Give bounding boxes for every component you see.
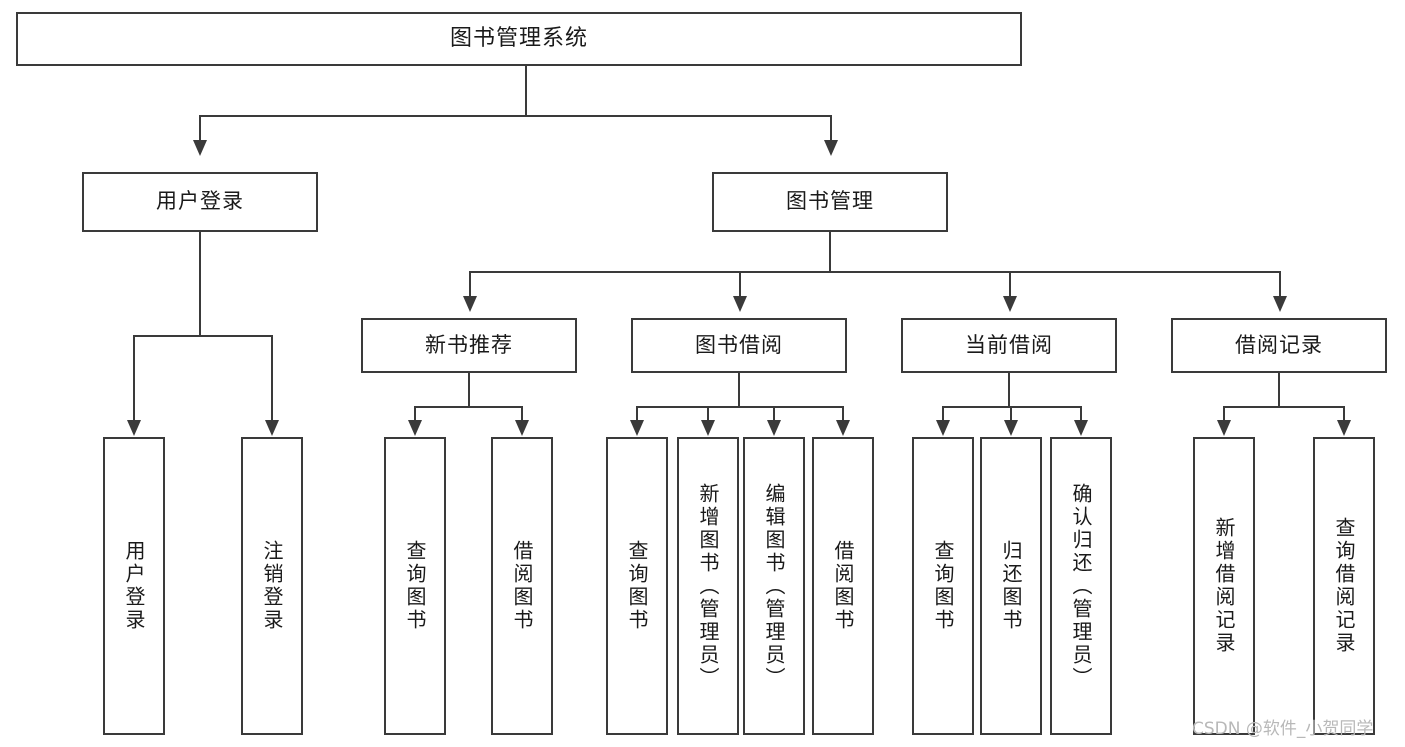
arrowhead-new-book-rec-to-leaf-1 [408,420,422,436]
arrowhead-user-login-to-leaf-2 [265,420,279,436]
leaf-add-book[interactable]: 新增图书（管理员） [677,437,739,735]
edge-book-borrow-to-leaf-4 [842,406,844,421]
edge-borrow-record-to-leaf-1 [1223,406,1225,421]
leaf-borrow-book-2[interactable]: 借阅图书 [812,437,874,735]
node-label: 用户登录 [122,540,146,632]
edge-book-manage-to-book-borrow [739,271,741,297]
node-label: 借阅图书 [831,540,855,632]
edge-root-stem [525,66,527,116]
leaf-confirm-return[interactable]: 确认归还（管理员） [1050,437,1112,735]
arrowhead-borrow-record-to-leaf-2 [1337,420,1351,436]
edge-current-borrow-bus [942,406,1082,408]
node-label: 图书借阅 [695,332,783,357]
edge-new-book-rec-to-leaf-2 [521,406,523,421]
edge-borrow-record-stem [1278,373,1280,407]
node-label: 借阅记录 [1235,332,1323,357]
arrowhead-book-borrow-to-leaf-2 [701,420,715,436]
edge-book-manage-stem [829,232,831,272]
edge-user-login-to-leaf-1 [133,335,135,421]
node-label: 编辑图书（管理员） [762,482,786,690]
edge-book-manage-bus [469,271,1281,273]
edge-current-borrow-stem [1008,373,1010,407]
leaf-user-logout[interactable]: 注销登录 [241,437,303,735]
edge-borrow-record-bus [1223,406,1345,408]
node-label: 新增借阅记录 [1212,517,1236,655]
node-book-borrow[interactable]: 图书借阅 [631,318,847,373]
edge-user-login-to-leaf-2 [271,335,273,421]
node-book-manage[interactable]: 图书管理 [712,172,948,232]
csdn-watermark: CSDN @软件_小贺同学 [1192,719,1374,739]
arrowhead-borrow-record-to-leaf-1 [1217,420,1231,436]
arrowhead-book-manage-to-new-book-rec [463,296,477,312]
node-root-system[interactable]: 图书管理系统 [16,12,1022,66]
node-label: 注销登录 [260,540,284,632]
arrowhead-new-book-rec-to-leaf-2 [515,420,529,436]
node-label: 当前借阅 [965,332,1053,357]
leaf-edit-book[interactable]: 编辑图书（管理员） [743,437,805,735]
node-label: 查询图书 [931,540,955,632]
edge-book-borrow-bus [636,406,844,408]
edge-book-borrow-to-leaf-1 [636,406,638,421]
node-borrow-record[interactable]: 借阅记录 [1171,318,1387,373]
arrowhead-book-borrow-to-leaf-3 [767,420,781,436]
edge-user-login-bus [133,335,273,337]
leaf-query-record[interactable]: 查询借阅记录 [1313,437,1375,735]
node-current-borrow[interactable]: 当前借阅 [901,318,1117,373]
node-label: 查询图书 [625,540,649,632]
leaf-query-book-2[interactable]: 查询图书 [606,437,668,735]
arrowhead-root-to-user-login [193,140,207,156]
edge-book-borrow-to-leaf-3 [773,406,775,421]
arrowhead-user-login-to-leaf-1 [127,420,141,436]
node-label: 新书推荐 [425,332,513,357]
edge-current-borrow-to-leaf-3 [1080,406,1082,421]
leaf-query-book-3[interactable]: 查询图书 [912,437,974,735]
edge-current-borrow-to-leaf-2 [1010,406,1012,421]
node-label: 借阅图书 [510,540,534,632]
arrowhead-current-borrow-to-leaf-2 [1004,420,1018,436]
node-label: 图书管理系统 [449,25,588,51]
edge-book-manage-to-borrow-record [1279,271,1281,297]
arrowhead-current-borrow-to-leaf-1 [936,420,950,436]
edge-book-borrow-to-leaf-2 [707,406,709,421]
arrowhead-book-manage-to-current-borrow [1003,296,1017,312]
edge-root-to-book-manage [830,115,832,141]
node-label: 查询图书 [403,540,427,632]
edge-user-login-stem [199,232,201,336]
arrowhead-book-manage-to-borrow-record [1273,296,1287,312]
node-label: 新增图书（管理员） [696,482,720,690]
arrowhead-book-borrow-to-leaf-4 [836,420,850,436]
edge-borrow-record-to-leaf-2 [1343,406,1345,421]
leaf-user-login[interactable]: 用户登录 [103,437,165,735]
arrowhead-book-manage-to-book-borrow [733,296,747,312]
node-label: 查询借阅记录 [1332,517,1356,655]
node-label: 图书管理 [786,189,874,214]
leaf-add-record[interactable]: 新增借阅记录 [1193,437,1255,735]
edge-root-to-user-login [199,115,201,141]
edge-book-borrow-stem [738,373,740,407]
arrowhead-root-to-book-manage [824,140,838,156]
node-label: 归还图书 [999,540,1023,632]
edge-current-borrow-to-leaf-1 [942,406,944,421]
leaf-return-book[interactable]: 归还图书 [980,437,1042,735]
node-new-book-rec[interactable]: 新书推荐 [361,318,577,373]
edge-new-book-rec-to-leaf-1 [414,406,416,421]
arrowhead-current-borrow-to-leaf-3 [1074,420,1088,436]
leaf-borrow-book-1[interactable]: 借阅图书 [491,437,553,735]
edge-root-bus [199,115,832,117]
node-user-login[interactable]: 用户登录 [82,172,318,232]
node-label: 用户登录 [156,189,244,214]
leaf-query-book-1[interactable]: 查询图书 [384,437,446,735]
edge-new-book-rec-stem [468,373,470,407]
edge-book-manage-to-new-book-rec [469,271,471,297]
edge-book-manage-to-current-borrow [1009,271,1011,297]
arrowhead-book-borrow-to-leaf-1 [630,420,644,436]
node-label: 确认归还（管理员） [1069,482,1093,690]
edge-new-book-rec-bus [414,406,523,408]
